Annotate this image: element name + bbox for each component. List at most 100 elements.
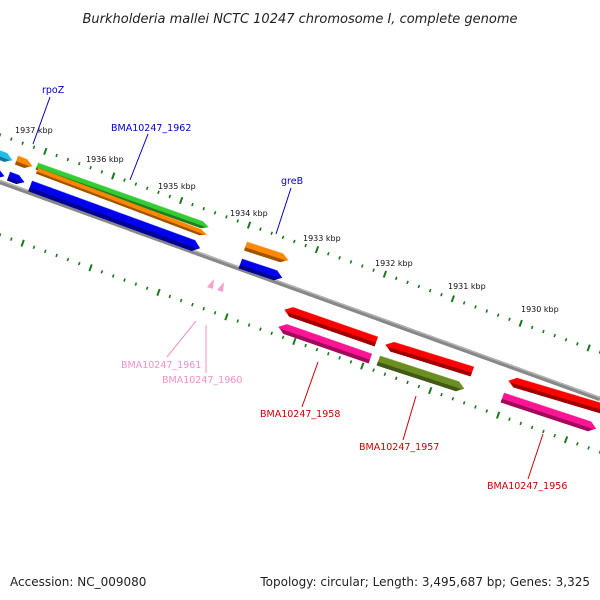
gene-olive-1957-body	[376, 356, 465, 392]
upper-scale-tick	[236, 219, 240, 223]
gene-red-1958	[284, 306, 379, 347]
lower-scale-tick	[156, 288, 161, 296]
upper-scale-tick	[259, 227, 262, 231]
gene-green-body	[35, 163, 209, 229]
lower-scale-tick	[530, 425, 534, 430]
gene-blue-long	[28, 180, 201, 251]
gene-label-bma10247-1956[interactable]: BMA10247_1956	[487, 481, 567, 492]
gene-orange-small	[15, 155, 33, 168]
kbp-label-1937: 1937 kbp	[15, 126, 53, 135]
leader-bma10247-1956	[527, 433, 544, 480]
topology-summary: Topology: circular; Length: 3,495,687 bp…	[259, 575, 590, 589]
lower-scale-tick	[428, 386, 433, 395]
pseudo-gene-1960	[217, 282, 224, 292]
upper-scale-tick	[0, 133, 2, 137]
lower-scale-tick	[563, 436, 569, 444]
upper-scale-tick	[428, 288, 432, 293]
lower-scale-tick	[315, 347, 319, 352]
gene-cyan-highlight	[0, 150, 8, 154]
gene-red-1956-shadow	[510, 382, 600, 414]
upper-scale-tick	[202, 206, 206, 211]
gene-greb-shadow	[244, 247, 286, 263]
upper-scale-tick	[32, 145, 36, 150]
lower-scale-tick	[508, 417, 511, 422]
gene-green	[35, 162, 209, 229]
upper-scale-tick	[360, 264, 364, 268]
upper-scale-tick	[485, 309, 489, 313]
lower-scale-tick	[349, 360, 353, 364]
lower-scale-tick	[123, 278, 126, 282]
lower-scale-tick	[542, 429, 545, 434]
lower-scale-tick	[495, 411, 501, 419]
kbp-label-1935: 1935 kbp	[158, 182, 196, 191]
gene-blue-small-1-body	[0, 170, 5, 178]
lower-scale-tick	[304, 343, 307, 348]
kbp-label-1932: 1932 kbp	[375, 259, 413, 268]
upper-scale-tick	[518, 319, 523, 327]
leader-rpoz	[32, 96, 51, 145]
lower-scale-tick	[66, 257, 70, 262]
gene-label-bma10247-1962[interactable]: BMA10247_1962	[111, 123, 191, 134]
kbp-label-1933: 1933 kbp	[303, 234, 341, 243]
scale-ticks	[0, 133, 600, 454]
gene-label-bma10247-1960[interactable]: BMA10247_1960	[162, 375, 242, 386]
lower-scale-tick	[281, 335, 285, 340]
gene-olive-1957-highlight	[379, 355, 460, 383]
gene-greb-body	[244, 242, 289, 263]
upper-scale-tick	[462, 301, 466, 305]
gene-label-rpoz[interactable]: rpoZ	[42, 85, 65, 96]
lower-scale-tick	[451, 396, 455, 401]
lower-scale-tick	[406, 380, 409, 385]
lower-scale-tick	[383, 372, 387, 376]
lower-scale-tick	[247, 323, 251, 327]
gene-red-1957	[385, 341, 475, 377]
lower-scale-tick	[100, 270, 104, 274]
gene-blue-greb-body	[238, 259, 283, 281]
leader-greb	[275, 187, 292, 235]
lower-scale-tick	[360, 362, 365, 370]
gene-blue-small-2	[7, 171, 25, 184]
gene-blue-greb	[238, 258, 283, 281]
lower-scale-tick	[553, 433, 557, 438]
gene-green-highlight	[37, 162, 204, 223]
lower-scale-tick	[587, 446, 590, 450]
gene-blue-long-body	[28, 181, 201, 251]
gene-pink-1956-highlight	[503, 392, 592, 423]
gene-label-bma10247-1958[interactable]: BMA10247_1958	[260, 409, 340, 420]
lower-scale-tick	[0, 233, 2, 237]
upper-scale-tick	[394, 276, 398, 281]
lower-scale-tick	[145, 286, 149, 291]
upper-scale-tick	[382, 270, 388, 278]
gene-pink-1958	[278, 323, 373, 364]
upper-scale-tick	[281, 235, 285, 240]
lower-scale-tick	[327, 351, 330, 356]
leader-bma10247-1962	[129, 133, 149, 181]
upper-scale-tick	[508, 317, 511, 322]
upper-scale-tick	[179, 196, 184, 205]
gene-blue-long-highlight	[31, 180, 196, 242]
upper-scale-tick	[530, 325, 534, 330]
gene-orange-small-shadow	[15, 161, 30, 168]
gene-greb	[244, 241, 289, 263]
lower-scale-tick	[111, 274, 115, 278]
backbone-line	[0, 179, 600, 402]
lower-scale-tick	[576, 442, 579, 446]
upper-scale-tick	[66, 157, 70, 162]
gene-cyan-shadow	[0, 156, 10, 162]
leader-bma10247-1961	[166, 320, 197, 358]
upper-scale-tick	[134, 182, 138, 186]
upper-scale-tick	[55, 153, 58, 158]
gene-label-bma10247-1957[interactable]: BMA10247_1957	[359, 442, 439, 453]
lower-scale-tick	[224, 313, 229, 321]
kbp-label-1936: 1936 kbp	[86, 155, 124, 164]
upper-scale-tick	[417, 284, 421, 289]
gene-pink-1956	[500, 392, 597, 432]
lower-scale-tick	[43, 249, 47, 254]
gene-label-bma10247-1961[interactable]: BMA10247_1961	[121, 360, 201, 371]
gene-greb-highlight	[246, 241, 284, 255]
upper-scale-tick	[450, 295, 455, 303]
leader-bma10247-1957	[402, 395, 417, 441]
upper-scale-tick	[191, 202, 194, 207]
gene-label-greb[interactable]: greB	[281, 176, 303, 187]
